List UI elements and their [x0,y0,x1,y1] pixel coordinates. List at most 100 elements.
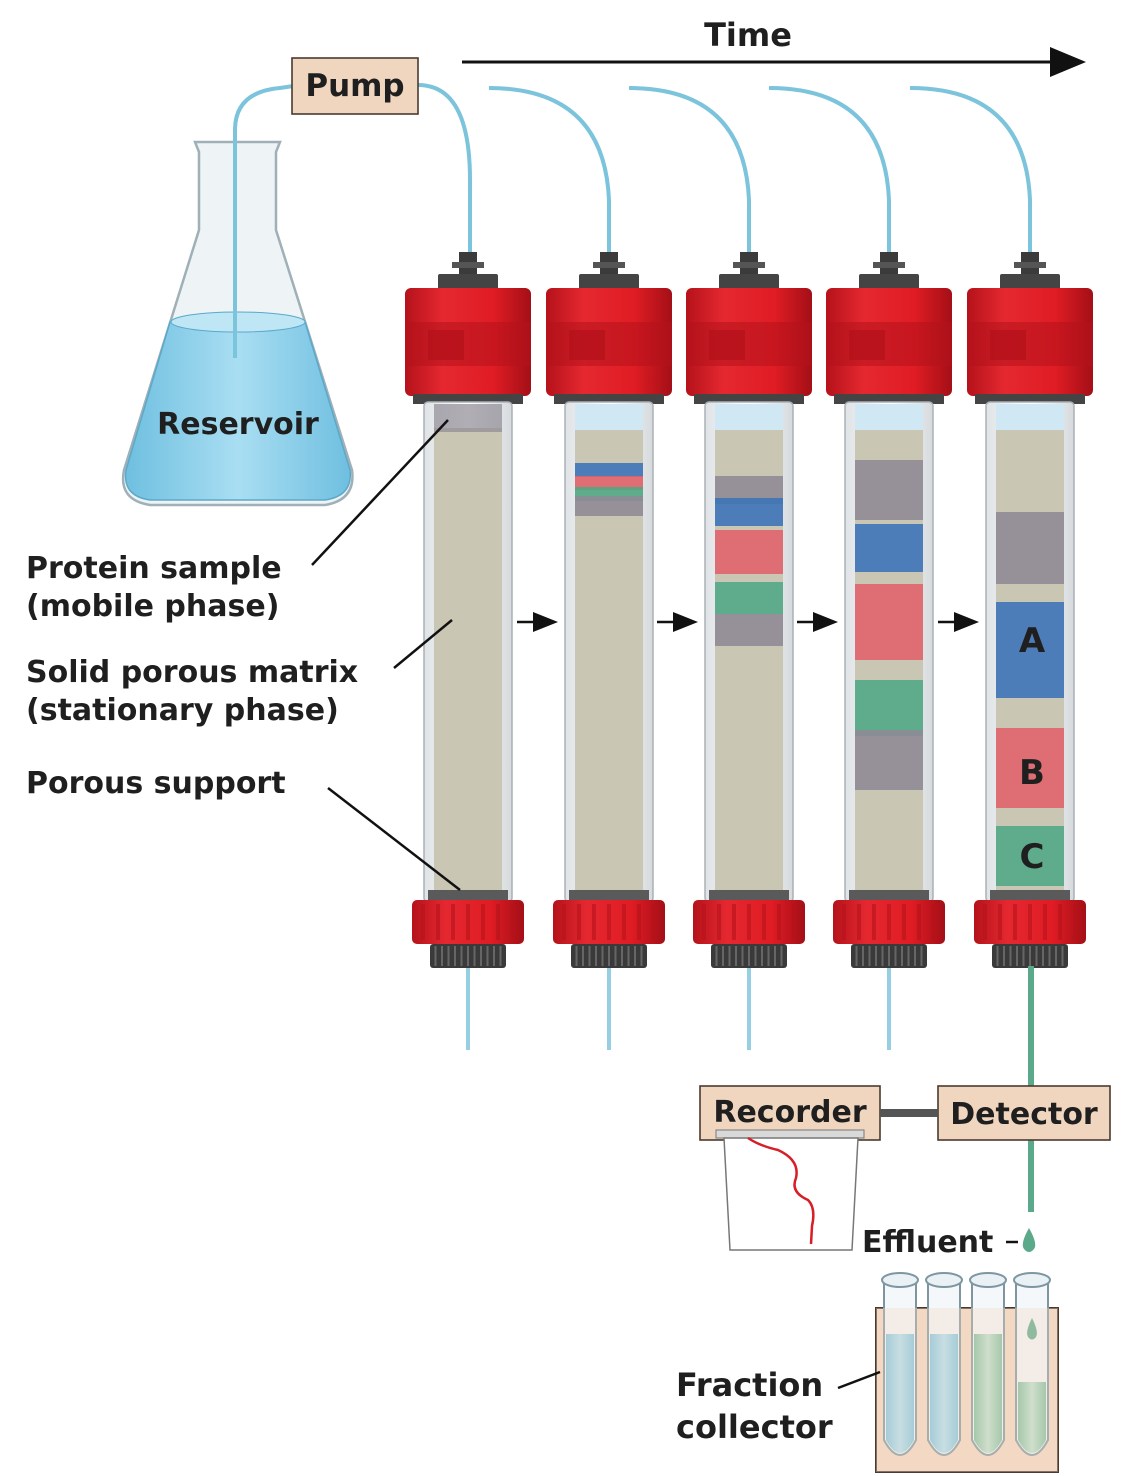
column-3 [628,86,812,1050]
outlet-fitting-ridge [1042,946,1044,966]
falling-drop-icon [1027,1318,1037,1340]
bottom-cap-grip [592,904,596,940]
tube-rim [1013,1272,1051,1288]
effluent-drop-icon [1022,1228,1036,1252]
top-cap-band [967,322,1093,366]
columns-group: ABC [405,86,1093,1050]
top-cap-base [834,394,944,404]
bottom-cap-grip [652,904,656,940]
mobile-phase-layer [715,404,783,430]
protein-band [715,498,783,526]
bottom-cap-grip [496,904,500,940]
bottom-cap-grip [607,904,611,940]
protein-sample-label: Protein sample (mobile phase) [26,551,292,624]
outlet-fitting-ridge [441,946,443,966]
fraction-tube [925,1272,963,1456]
outlet-fitting-ridge [1003,946,1005,966]
fraction-collector [875,1272,1059,1473]
top-cap-base [413,394,523,404]
top-cap-window [990,330,1026,360]
reservoir-flask: Reservoir [121,140,354,507]
outlet-tube [417,83,472,262]
outlet-fitting-ridge [875,946,877,966]
outlet-fitting-ridge [621,946,623,966]
bottom-cap-grip [622,904,626,940]
mobile-phase-layer [575,404,643,430]
fraction-tube [1013,1272,1051,1456]
fraction-collector-pointer [837,1370,881,1390]
top-cap-collar [859,274,919,290]
protein-band [855,460,923,520]
outlet-fitting-ridge [1055,946,1057,966]
recorder-label: Recorder [713,1095,866,1130]
recorder-paper [715,1129,865,1251]
outlet-fitting-ridge [868,946,871,966]
solid-matrix-pointer [393,619,453,669]
top-cap-base [694,394,804,404]
band-letter-b: B [1019,753,1045,793]
fraction-collector-line-2: collector [676,1408,833,1446]
mobile-phase-layer [855,404,923,430]
outlet-fitting-ridge [914,946,916,966]
protein-band [996,826,1064,886]
tube-liquid [974,1334,1002,1453]
outlet-fitting-ridge [434,946,437,966]
effluent-label: Effluent [862,1225,993,1260]
protein-band [855,584,923,660]
protein-band [996,602,1064,698]
protein-band [434,404,502,432]
bottom-cap-grip [1058,904,1062,940]
outlet-fitting-ridge [715,946,718,966]
mobile-phase-layer [996,404,1064,430]
band-letter-a: A [1019,621,1046,661]
porous-support-pointer [327,787,461,891]
bottom-cap-grip [1028,904,1032,940]
outlet-fitting-ridge [767,946,770,966]
outlet-fitting-ridge [493,946,495,966]
protein-band [996,512,1064,584]
top-cap-band [826,322,952,366]
outlet-fitting-ridge [722,946,724,966]
outlet-fitting-ridge [780,946,783,966]
outlet-fitting-ridge [499,946,502,966]
bottom-cap-grip [1073,904,1077,940]
solid-matrix-label: Solid porous matrix (stationary phase) [26,655,369,728]
outlet-fitting-ridge [920,946,923,966]
outlet-fitting-ridge [741,946,744,966]
outlet-fitting-ridge [480,946,482,966]
outlet-fitting-ridge [894,946,897,966]
outlet-fitting-ridge [907,946,910,966]
tube-liquid [1018,1382,1046,1453]
outlet-fitting-ridge [588,946,591,966]
bottom-cap-grip [562,904,566,940]
protein-sample-line-1: Protein sample [26,551,282,586]
outlet-fitting-ridge [627,946,630,966]
porous-support [428,890,508,900]
protein-band [575,476,643,490]
fraction-collector-label: Fraction collector [676,1366,834,1446]
outlet-fitting-ridge [614,946,617,966]
protein-band [855,524,923,572]
tube-rim [881,1272,919,1288]
outlet-fitting-ridge [996,946,999,966]
top-cap-band [686,322,812,366]
top-cap-base [975,394,1085,404]
solid-matrix-line-2: (stationary phase) [26,693,339,728]
column-4 [768,86,952,1050]
pump-box [291,57,419,115]
inlet-fitting-ridge [1014,262,1046,268]
outlet-fitting-ridge [1029,946,1031,966]
protein-band [575,496,643,516]
bottom-cap-grip [917,904,921,940]
outlet-fitting-ridge [1048,946,1051,966]
top-cap-band [546,322,672,366]
bottom-cap-grip [451,904,455,940]
bottom-cap-grip [842,904,846,940]
bottom-cap-grip [436,904,440,940]
inlet-tube [628,86,751,262]
outlet-fitting-ridge [473,946,476,966]
inlet-fitting-ridge [452,262,484,268]
outlet-fitting-ridge [748,946,750,966]
outlet-fitting-ridge [774,946,776,966]
